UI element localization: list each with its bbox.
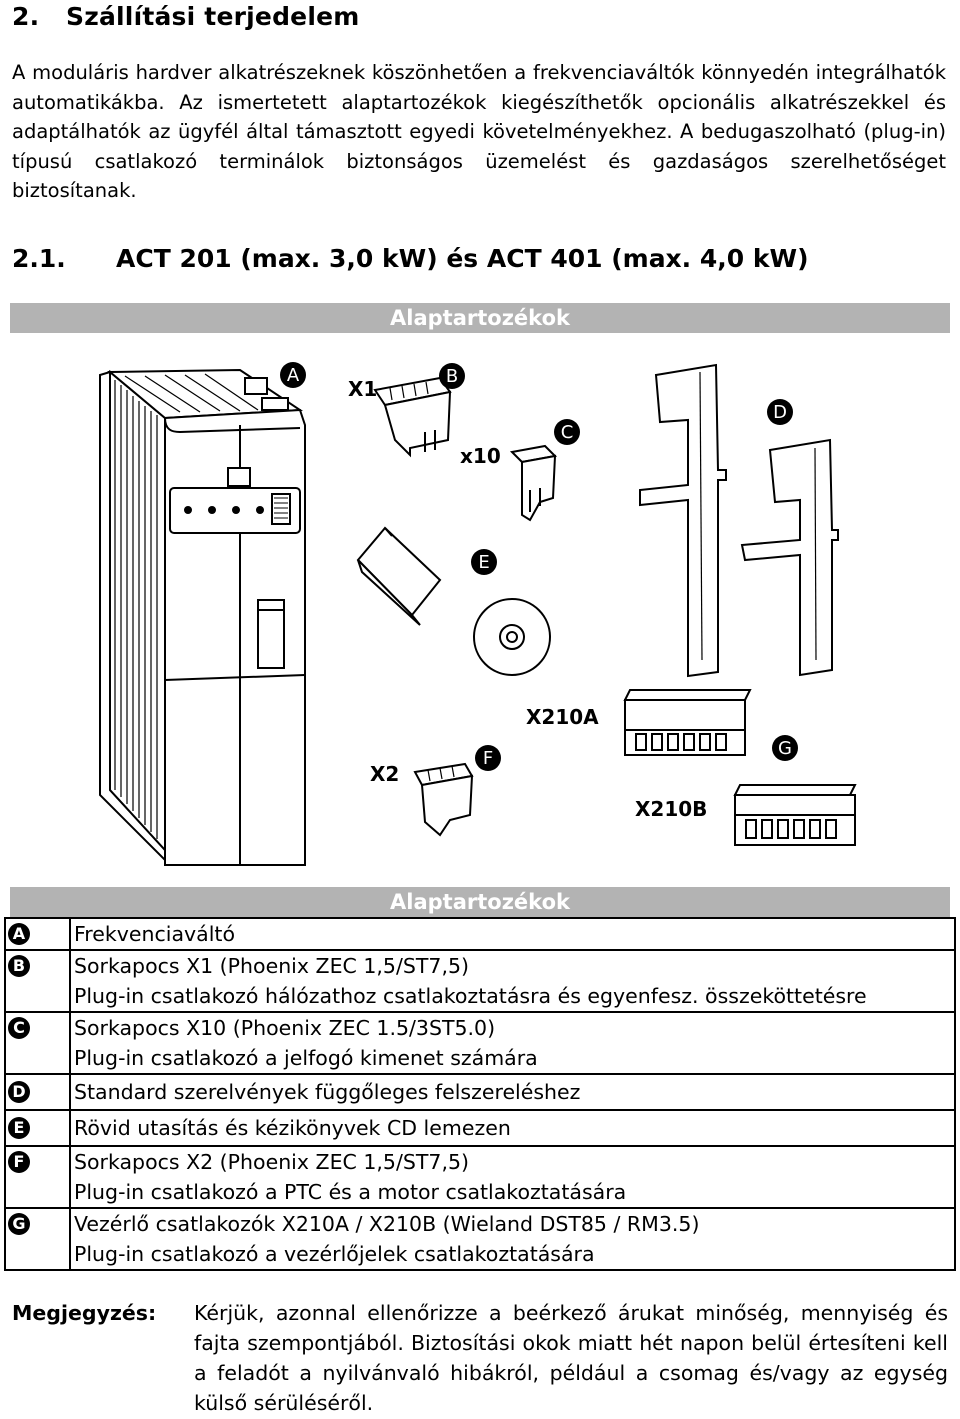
- label-x210b: X210B: [635, 797, 707, 821]
- control-terminal-x210a-illustration: [623, 689, 752, 756]
- inverter-illustration: [99, 368, 306, 866]
- intro-paragraph: A moduláris hardver alkatrészeknek köszö…: [12, 61, 946, 202]
- row-letter-badge: A: [8, 923, 30, 945]
- label-x210a: X210A: [526, 705, 599, 729]
- table-row: B Sorkapocs X1 (Phoenix ZEC 1,5/ST7,5) P…: [6, 949, 954, 1011]
- callout-e: E: [478, 552, 489, 573]
- table-row: G Vezérlő csatlakozók X210A / X210B (Wie…: [6, 1207, 954, 1269]
- table-row: F Sorkapocs X2 (Phoenix ZEC 1,5/ST7,5) P…: [6, 1145, 954, 1207]
- row-line: Standard szerelvények függőleges felszer…: [74, 1080, 581, 1104]
- terminal-x2-illustration: [413, 762, 474, 837]
- terminal-x10-illustration: [509, 444, 558, 522]
- table-row: C Sorkapocs X10 (Phoenix ZEC 1.5/3ST5.0)…: [6, 1011, 954, 1073]
- row-line: Plug-in csatlakozó a jelfogó kimenet szá…: [74, 1046, 538, 1070]
- callout-d: D: [773, 402, 787, 423]
- accessories-table: A Frekvenciaváltó B Sorkapocs X1 (Phoeni…: [4, 917, 956, 1271]
- row-line: Vezérlő csatlakozók X210A / X210B (Wiela…: [74, 1212, 700, 1236]
- row-line: Rövid utasítás és kézikönyvek CD lemezen: [74, 1116, 511, 1140]
- row-line: Sorkapocs X2 (Phoenix ZEC 1,5/ST7,5): [74, 1150, 469, 1174]
- row-letter-badge: F: [8, 1151, 30, 1173]
- row-letter-badge: D: [8, 1081, 30, 1103]
- row-line: Plug-in csatlakozó a PTC és a motor csat…: [74, 1180, 627, 1204]
- section-title: Szállítási terjedelem: [66, 2, 360, 31]
- table-header-bar: Alaptartozékok: [10, 887, 950, 917]
- table-row: D Standard szerelvények függőleges felsz…: [6, 1073, 954, 1109]
- label-x2: X2: [370, 762, 399, 786]
- note-text: Kérjük, azonnal ellenőrizze a beérkező á…: [194, 1301, 948, 1415]
- subsection-title: ACT 201 (max. 3,0 kW) és ACT 401 (max. 4…: [116, 244, 809, 273]
- control-terminal-x210b-illustration: [733, 784, 857, 846]
- accessories-figure: A B C D E F G X1 x10 X2 X210A X210B: [99, 362, 857, 866]
- row-line: Sorkapocs X1 (Phoenix ZEC 1,5/ST7,5): [74, 954, 469, 978]
- callout-f: F: [483, 748, 493, 769]
- section-heading: 2. Szállítási terjedelem: [12, 2, 360, 31]
- note-label: Megjegyzés:: [12, 1301, 157, 1325]
- note-block: Megjegyzés: Kérjük, azonnal ellenőrizze …: [12, 1298, 948, 1418]
- row-letter-badge: C: [8, 1017, 30, 1039]
- figure-header-bar: Alaptartozékok: [10, 303, 950, 333]
- row-letter-badge: G: [8, 1213, 30, 1235]
- row-line: Sorkapocs X10 (Phoenix ZEC 1.5/3ST5.0): [74, 1016, 496, 1040]
- row-letter-badge: E: [8, 1117, 30, 1139]
- mounting-brackets-illustration: [639, 363, 839, 678]
- manual-booklet-illustration: [356, 526, 442, 626]
- cd-illustration: [473, 598, 551, 676]
- subsection-number: 2.1.: [12, 244, 66, 273]
- row-line: Frekvenciaváltó: [74, 922, 235, 946]
- table-row: E Rövid utasítás és kézikönyvek CD lemez…: [6, 1109, 954, 1145]
- row-line: Plug-in csatlakozó hálózathoz csatlakozt…: [74, 984, 867, 1008]
- callout-a: A: [287, 365, 300, 386]
- callout-b: B: [446, 366, 458, 387]
- row-line: Plug-in csatlakozó a vezérlőjelek csatla…: [74, 1242, 595, 1266]
- callout-g: G: [778, 738, 792, 759]
- row-letter-badge: B: [8, 955, 30, 977]
- label-x1: X1: [348, 377, 377, 401]
- label-x10: x10: [460, 444, 501, 468]
- section-number: 2.: [12, 2, 40, 31]
- subsection-heading: 2.1. ACT 201 (max. 3,0 kW) és ACT 401 (ma…: [12, 244, 809, 273]
- table-row: A Frekvenciaváltó: [6, 917, 954, 949]
- terminal-x1-illustration: [373, 376, 452, 458]
- callout-c: C: [561, 422, 574, 443]
